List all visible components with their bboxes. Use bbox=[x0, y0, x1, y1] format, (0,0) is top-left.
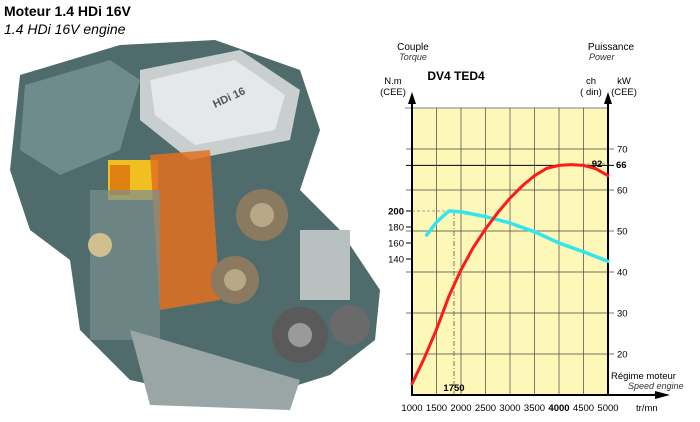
x-axis-arrow bbox=[655, 391, 670, 399]
engine-illustration: HDi 16 bbox=[10, 40, 380, 410]
right-tick-label: 40 bbox=[617, 268, 628, 279]
right-axis-label: Puissance bbox=[588, 42, 635, 53]
right-axis-label-en: Power bbox=[589, 52, 616, 62]
x-axis-label: Régime moteur bbox=[611, 371, 676, 382]
right-axis-arrow bbox=[604, 92, 612, 104]
series-power bbox=[410, 163, 610, 386]
left-tick-label: 200 bbox=[388, 207, 404, 218]
x-tick-label: 1000 bbox=[401, 403, 422, 414]
left-tick-label: 140 bbox=[388, 255, 404, 266]
series-torque bbox=[424, 209, 610, 264]
left-axis-arrow bbox=[408, 92, 416, 104]
right-tick-label: 20 bbox=[617, 350, 628, 361]
rpm-marker-label: 1750 bbox=[443, 383, 464, 394]
x-tick-label: 1500 bbox=[426, 403, 447, 414]
right-axis-unit-ch2: ( din) bbox=[580, 87, 602, 98]
x-tick-label: 3500 bbox=[524, 403, 545, 414]
x-axis-unit: tr/mn bbox=[636, 403, 658, 414]
x-tick-label: 2500 bbox=[475, 403, 496, 414]
page-title: Moteur 1.4 HDi 16V bbox=[4, 3, 131, 19]
right-tick-label: 60 bbox=[617, 186, 628, 197]
page-subtitle: 1.4 HDi 16V engine bbox=[4, 21, 126, 37]
power-peak-kw-label: 66 bbox=[616, 160, 627, 171]
x-tick-label: 4500 bbox=[573, 403, 594, 414]
left-axis-unit: N.m bbox=[384, 76, 402, 87]
x-tick-label: 5000 bbox=[597, 403, 618, 414]
right-axis-unit-ch: ch bbox=[586, 76, 596, 87]
chart: DV4 TED4 Couple Torque N.m (CEE) Puissan… bbox=[380, 42, 684, 414]
chart-title: DV4 TED4 bbox=[427, 69, 485, 83]
right-axis-unit-kw2: (CEE) bbox=[611, 87, 637, 98]
grid bbox=[406, 108, 614, 395]
right-tick-label: 50 bbox=[617, 227, 628, 238]
x-tick-label: 3000 bbox=[499, 403, 520, 414]
right-axis-unit-kw: kW bbox=[617, 76, 631, 87]
left-tick-label: 160 bbox=[388, 239, 404, 250]
power-peak-ch-label: 92 bbox=[592, 159, 603, 170]
left-axis-unit2: (CEE) bbox=[380, 87, 406, 98]
left-axis-label-en: Torque bbox=[399, 52, 427, 62]
x-tick-label: 2000 bbox=[450, 403, 471, 414]
right-tick-label: 70 bbox=[617, 145, 628, 156]
x-tick-label: 4000 bbox=[548, 403, 569, 414]
right-tick-label: 30 bbox=[617, 309, 628, 320]
x-axis-label-en: Speed engine bbox=[628, 381, 684, 391]
left-axis-label: Couple bbox=[397, 42, 429, 53]
left-tick-label: 180 bbox=[388, 223, 404, 234]
